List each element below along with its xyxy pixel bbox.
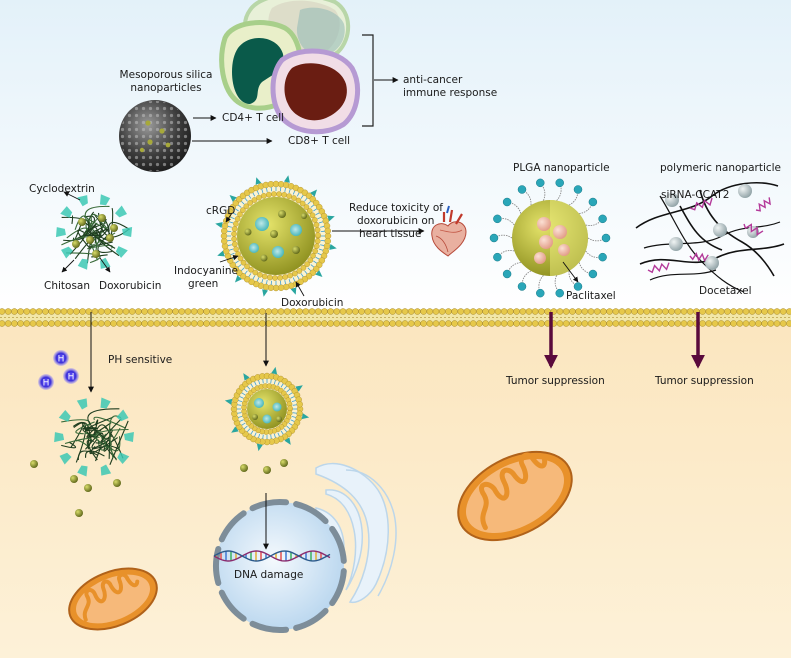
tumor-suppression-label-2: Tumor suppression xyxy=(654,375,754,387)
dna-helix xyxy=(213,550,331,562)
immune-label-line1: anti-cancer xyxy=(403,74,463,86)
reduce-label-line1: Reduce toxicity of xyxy=(349,202,443,214)
tumor-suppression-label-1: Tumor suppression xyxy=(505,375,605,387)
hydrogen-ions: H H H xyxy=(38,350,79,390)
membrane-lipid-heads xyxy=(0,308,791,327)
mesoporous-silica-nanoparticle xyxy=(119,100,191,172)
mesoporous-label-line1: Mesoporous silica xyxy=(120,69,213,81)
indocyanine-label-line2: green xyxy=(188,278,218,290)
mitochondrion-left xyxy=(68,567,158,631)
ph-sensitive-label: PH sensitive xyxy=(108,354,172,366)
t-cells-group xyxy=(219,0,399,135)
chitosan-label: Chitosan xyxy=(44,280,90,292)
mesoporous-label-line2: nanoparticles xyxy=(130,82,201,94)
h-ion-label: H xyxy=(43,379,50,389)
paclitaxel-label: Paclitaxel xyxy=(566,290,616,302)
reduce-label-line2: doxorubicin on xyxy=(357,215,434,227)
internalized-liposome xyxy=(224,366,310,452)
plga-nanoparticle xyxy=(489,178,611,298)
cd4-label: CD4+ T cell xyxy=(222,112,284,124)
crgd-liposome-nanoparticle xyxy=(215,175,337,297)
doxorubicin-label: Doxorubicin xyxy=(99,280,161,292)
plga-label: PLGA nanoparticle xyxy=(513,162,610,174)
reduce-label-line3: heart tissue xyxy=(359,228,421,240)
immune-label-line2: immune response xyxy=(403,87,497,99)
dna-damage-label: DNA damage xyxy=(234,569,303,581)
sirna-label: siRNA-CCAT2 xyxy=(661,189,729,201)
docetaxel-label: Docetaxel xyxy=(699,285,752,297)
heart-icon xyxy=(431,205,467,257)
indocyanine-label-line1: Indocyanine xyxy=(174,265,238,277)
cd8-t-cell xyxy=(270,48,360,135)
nucleus xyxy=(213,499,347,633)
cyclodextrin-chitosan-nanoparticle xyxy=(55,194,133,270)
released-doxorubicin xyxy=(30,460,121,517)
polymeric-label: polymeric nanoparticle xyxy=(660,162,781,174)
doxorubicin-liposome-label: Doxorubicin xyxy=(281,297,343,309)
h-ion-label: H xyxy=(68,373,75,383)
mitochondrion-right xyxy=(457,450,573,542)
cyclodextrin-label: Cyclodextrin xyxy=(29,183,95,195)
crgd-label: cRGD xyxy=(206,205,235,217)
released-chitosan-nanoparticle xyxy=(54,397,134,477)
cd8-label: CD8+ T cell xyxy=(288,135,350,147)
polymeric-nanoparticle xyxy=(635,182,785,293)
h-ion-label: H xyxy=(58,355,65,365)
extracellular-background xyxy=(0,0,791,312)
